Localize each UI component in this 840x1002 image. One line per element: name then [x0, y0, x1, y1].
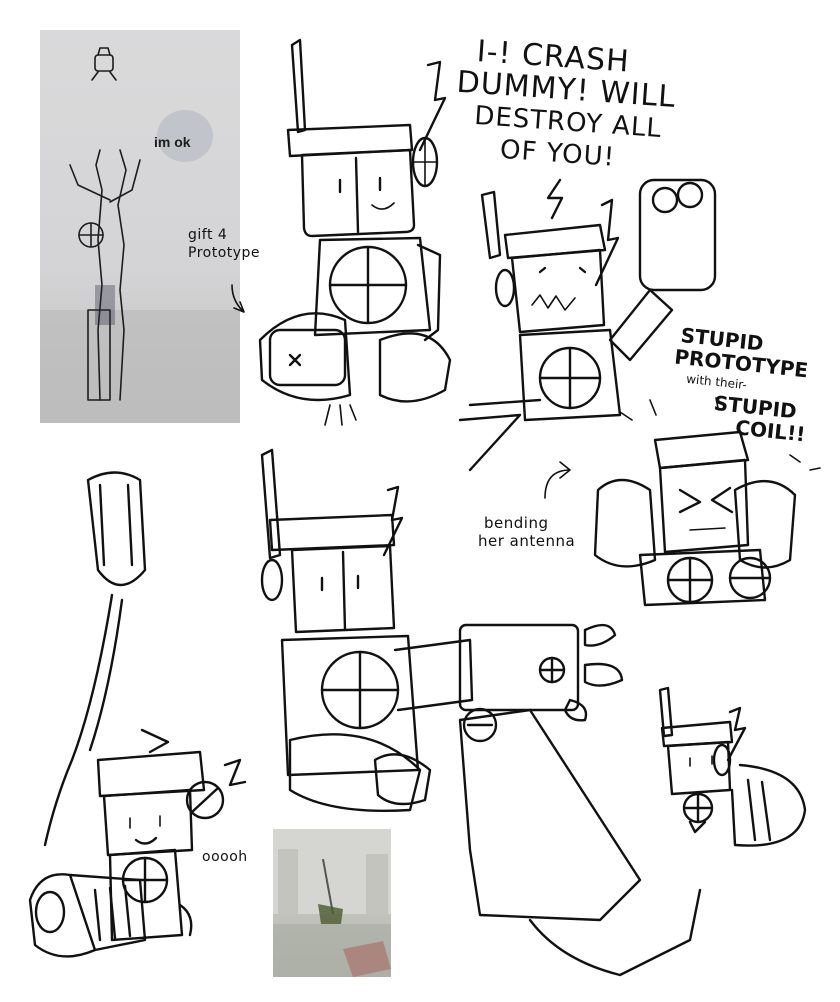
robot-holding-prototype-drawing	[258, 38, 452, 426]
bending-note-line: bending	[484, 514, 549, 532]
small-robot-drawing	[658, 686, 807, 847]
gift-arrow-icon	[231, 284, 245, 313]
stupid-shout-text: STUPID PROTOTYPE with their- STUPID COIL…	[671, 323, 816, 446]
robot-squished-drawing	[544, 397, 821, 607]
photo-panel-bottom	[273, 829, 391, 977]
gift-note: gift 4 Prototype	[188, 227, 261, 261]
antenna-sketch-drawing	[43, 471, 147, 847]
robot-with-coil-drawing	[28, 728, 247, 958]
photo-scene	[40, 47, 240, 423]
bending-note: bending her antenna	[478, 514, 575, 550]
robot-shouting-drawing	[458, 178, 717, 472]
photo-scene-bottom	[273, 829, 391, 977]
photo-caption: im ok	[154, 134, 191, 150]
photo-panel-top: im ok	[40, 30, 240, 423]
bending-note-line: her antenna	[478, 532, 576, 550]
ooooh-note: ooooh	[202, 849, 248, 865]
robot-reaching-drawing	[260, 448, 702, 977]
crash-shout-text: I-! CRASH DUMMY! WILL DESTROY ALL OF YOU…	[456, 34, 679, 178]
